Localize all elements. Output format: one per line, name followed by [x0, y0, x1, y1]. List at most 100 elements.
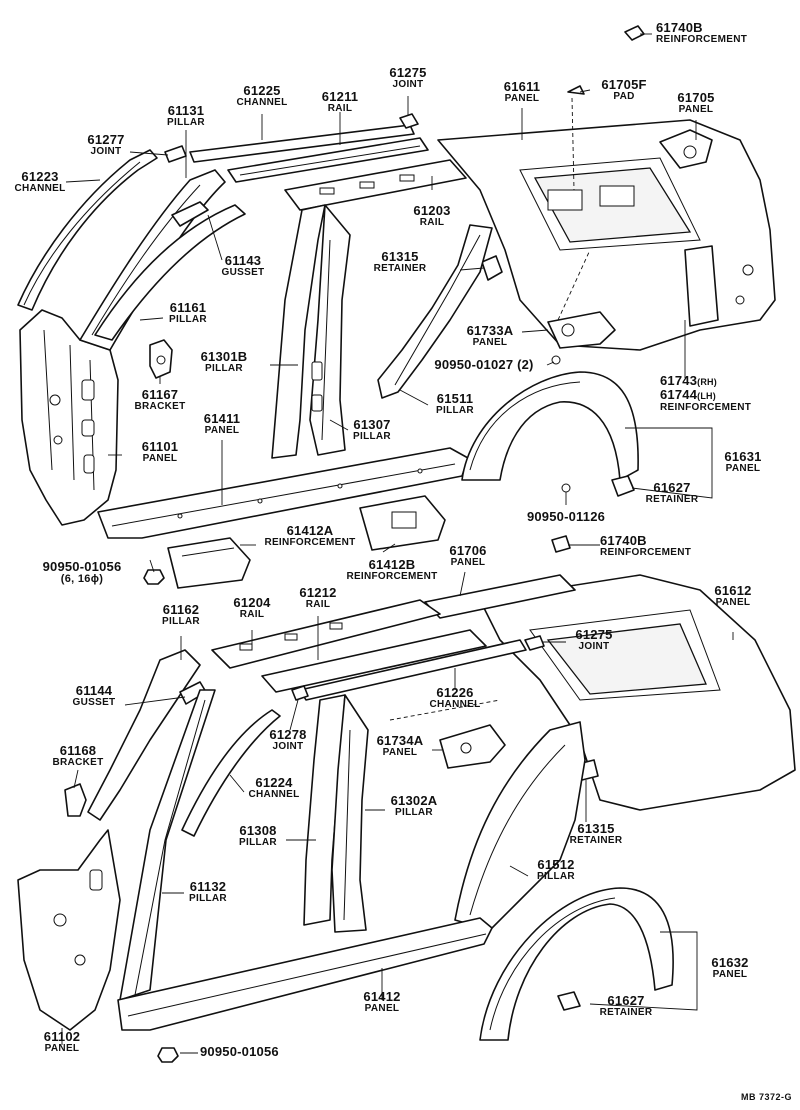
part-61277-joint [164, 145, 187, 163]
part-number: 61102 [43, 1029, 81, 1044]
part-61307-pillar [309, 204, 351, 456]
part-61627-retainer-bottom [557, 991, 581, 1011]
part-number: 61204 [233, 595, 271, 610]
part-name: PILLAR [537, 870, 575, 882]
part-number: 61131 [167, 103, 205, 118]
part-61102-panel [17, 829, 121, 1031]
part-61278-joint [291, 685, 309, 701]
part-number: 61225 [243, 83, 281, 98]
part-number: 61144 [75, 683, 113, 698]
label-90950-01126: 90950-01126 [527, 510, 605, 524]
part-name: CHANNEL [248, 788, 300, 800]
part-number: 61277 [87, 132, 125, 147]
part-name: PANEL [142, 452, 178, 464]
part-name: RAIL [419, 216, 445, 228]
part-name: PANEL [504, 92, 540, 104]
part-number: 61212 [299, 585, 337, 600]
part-number: 90950-01126 [526, 509, 606, 524]
part-name: RETAINER [645, 493, 699, 505]
part-number: 61143 [224, 253, 262, 268]
part-name: PANEL [712, 968, 748, 980]
part-number: 61733A [466, 323, 514, 338]
part-name: GUSSET [221, 266, 265, 278]
part-61132-pillar [119, 689, 216, 1001]
leader-lines [61, 33, 734, 1054]
part-number: 61168 [59, 743, 97, 758]
part-number: 61706 [449, 543, 487, 558]
part-61412a-reinforcement [167, 537, 251, 589]
part-61211-rail [227, 137, 429, 183]
part-90950-01056-nut-bottom [157, 1047, 179, 1063]
label-90950-01056-bot: 90950-01056 [200, 1045, 279, 1059]
part-61511-pillar [377, 224, 493, 399]
part-number: 61275 [389, 65, 427, 80]
part-side: (LH) [697, 391, 716, 401]
part-number: 61275 [575, 627, 613, 642]
part-number: 90950-01027 (2) [434, 357, 534, 372]
part-number: 61211 [321, 89, 359, 104]
part-61412-panel [117, 917, 493, 1031]
part-61740b-reinforcement-top [624, 25, 645, 41]
part-name: PANEL [44, 1042, 80, 1054]
part-name: PAD [613, 90, 635, 102]
part-name: RETAINER [599, 1006, 653, 1018]
part-61203-rail [284, 159, 467, 211]
part-number: 61302A [390, 793, 438, 808]
part-name: REINFORCEMENT [600, 546, 692, 558]
part-number: 61224 [255, 775, 293, 790]
part-61733a-panel [547, 311, 616, 349]
part-61627-retainer-top [611, 475, 635, 497]
part-number: 61301B [200, 349, 248, 364]
part-number: 61203 [413, 203, 451, 218]
part-61212-rail [261, 629, 487, 693]
part-number: 61315 [577, 821, 615, 836]
part-number: 61612 [714, 583, 752, 598]
part-61168-bracket [64, 783, 87, 817]
part-name: RETAINER [373, 262, 427, 274]
part-number: 61511 [436, 391, 474, 406]
part-name: RETAINER [569, 834, 623, 846]
part-61631-panel [461, 371, 639, 481]
part-name: PANEL [364, 1002, 400, 1014]
part-number: 61627 [607, 993, 645, 1008]
part-61225-channel [189, 124, 415, 163]
part-number: 61101 [141, 439, 179, 454]
part-number: 61226 [436, 685, 474, 700]
part-number: 61734A [376, 733, 424, 748]
part-name: BRACKET [52, 756, 104, 768]
part-number: 61627 [653, 480, 691, 495]
part-size: (6, 16ϕ) [60, 572, 104, 585]
part-number: 61308 [239, 823, 277, 838]
part-name: PILLAR [353, 430, 391, 442]
part-number: 61161 [169, 300, 207, 315]
part-name: PANEL [472, 336, 508, 348]
part-61612-panel [479, 574, 796, 811]
part-number: 61412B [368, 557, 416, 572]
label-61744: 61744(LH) [660, 388, 716, 402]
part-61743-61744-reinforcement [684, 245, 719, 327]
